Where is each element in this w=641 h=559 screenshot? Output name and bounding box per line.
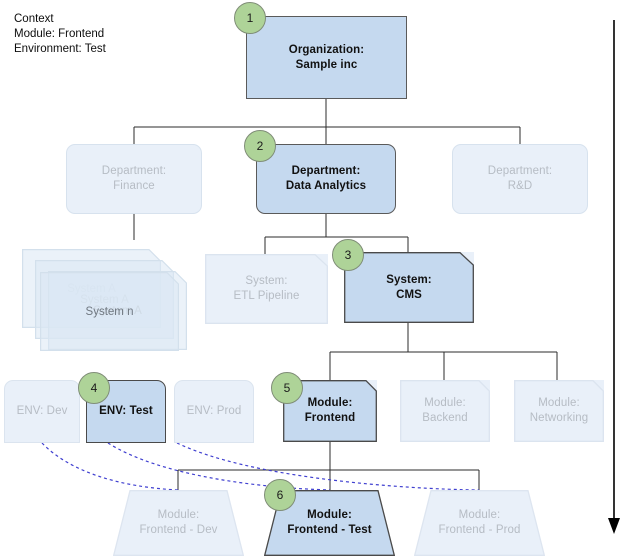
node-module-instance-frontend-test[interactable]: Module: Frontend - Test xyxy=(264,490,395,556)
node-env-prod-label: ENV: Prod xyxy=(186,405,242,417)
node-module-backend-label: Module: Backend xyxy=(422,397,468,424)
node-module-frontend-label: Module: Frontend xyxy=(304,397,356,424)
node-system-etl-pipeline[interactable]: System: ETL Pipeline xyxy=(205,254,328,324)
node-env-prod[interactable]: ENV: Prod xyxy=(174,380,254,443)
node-department-data-analytics[interactable]: Department: Data Analytics xyxy=(256,144,396,214)
node-department-rnd[interactable]: Department: R&D xyxy=(452,144,588,214)
cut-corner-shape xyxy=(400,380,490,442)
node-organization-label: Organization: Sample inc xyxy=(288,43,365,71)
badge-1: 1 xyxy=(234,2,266,34)
node-env-test-label: ENV: Test xyxy=(99,405,153,417)
trapezoid-shape xyxy=(113,490,244,556)
badge-6: 6 xyxy=(264,479,296,511)
cut-corner-shape xyxy=(344,252,474,323)
cut-corner-shape xyxy=(205,254,328,324)
hierarchy-direction-arrow xyxy=(608,20,620,534)
node-module-networking-label: Module: Networking xyxy=(529,397,589,424)
badge-5: 5 xyxy=(271,372,303,404)
node-env-dev-label: ENV: Dev xyxy=(16,405,68,417)
cut-corner-shape xyxy=(283,380,377,442)
node-department-finance-label: Department: Finance xyxy=(101,165,167,192)
trapezoid-shape xyxy=(264,490,395,556)
node-system-cms[interactable]: System: CMS xyxy=(344,252,474,323)
node-module-frontend[interactable]: Module: Frontend xyxy=(283,380,377,442)
node-env-dev[interactable]: ENV: Dev xyxy=(4,380,80,443)
node-department-finance[interactable]: Department: Finance xyxy=(66,144,202,214)
node-system-cms-label: System: CMS xyxy=(386,273,432,301)
badge-2: 2 xyxy=(244,130,276,162)
node-department-data-analytics-label: Department: Data Analytics xyxy=(285,165,367,192)
node-system-stack-n[interactable]: System n xyxy=(40,272,179,351)
node-module-networking[interactable]: Module: Networking xyxy=(514,380,604,442)
node-organization[interactable]: Organization: Sample inc xyxy=(246,16,407,99)
node-system-stack-n-label: System n xyxy=(85,305,134,318)
node-module-instance-frontend-dev[interactable]: Module: Frontend - Dev xyxy=(113,490,244,556)
badge-3: 3 xyxy=(332,239,364,271)
node-module-instance-frontend-prod-label: Module: Frontend - Prod xyxy=(438,509,521,536)
badge-4: 4 xyxy=(78,372,110,404)
node-system-etl-pipeline-label: System: ETL Pipeline xyxy=(233,275,300,302)
node-department-rnd-label: Department: R&D xyxy=(487,165,553,192)
context-note: Context Module: Frontend Environment: Te… xyxy=(14,13,106,55)
node-module-instance-frontend-dev-label: Module: Frontend - Dev xyxy=(139,509,218,536)
cut-corner-shape xyxy=(514,380,604,442)
trapezoid-shape xyxy=(414,490,545,556)
node-module-backend[interactable]: Module: Backend xyxy=(400,380,490,442)
cut-corner-shape xyxy=(40,272,179,351)
node-module-instance-frontend-test-label: Module: Frontend - Test xyxy=(287,509,372,536)
node-module-instance-frontend-prod[interactable]: Module: Frontend - Prod xyxy=(414,490,545,556)
